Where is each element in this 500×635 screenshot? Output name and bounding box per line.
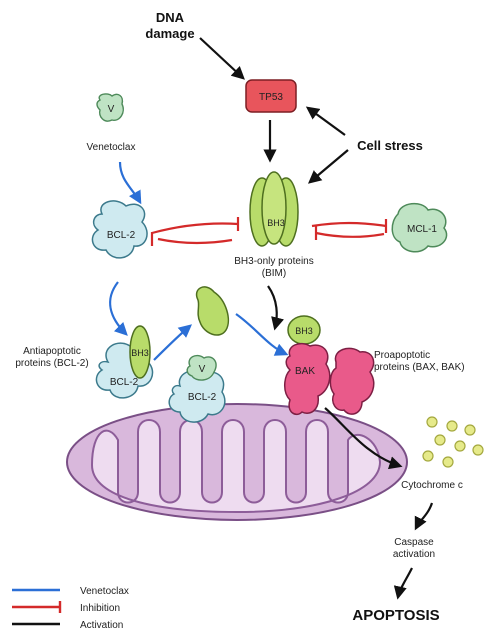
apoptosis-label: APOPTOSIS xyxy=(352,607,439,624)
cell-stress-label: Cell stress xyxy=(357,138,423,153)
bak-label: BAK xyxy=(295,366,315,377)
legend-item-activation: Activation xyxy=(12,620,123,631)
legend-venetoclax-label: Venetoclax xyxy=(80,586,129,597)
bak-bh3-node: BH3 BAK xyxy=(284,315,331,416)
mcl1-label: MCL-1 xyxy=(407,224,437,235)
complex-bcl2-label: BCL-2 xyxy=(110,377,139,388)
bcl2-top-node: BCL-2 xyxy=(91,200,148,259)
proapoptotic-label-2: proteins (BAX, BAK) xyxy=(374,362,465,373)
antiapoptotic-label-1: Antiapoptotic xyxy=(23,346,81,357)
legend-item-inhibition: Inhibition xyxy=(12,601,120,614)
bh3-only-label-2: (BIM) xyxy=(262,268,286,279)
complex-bh3-label: BH3 xyxy=(131,348,149,358)
complex-to-bh3-free-arrow xyxy=(153,324,193,361)
mitochondrion xyxy=(66,403,408,521)
bax-bak-node xyxy=(329,347,375,415)
mcl1-node: MCL-1 xyxy=(391,202,448,253)
text-labels: DNA damage Cell stress Venetoclax BH3-on… xyxy=(15,10,464,624)
tp53-node: TP53 xyxy=(245,79,297,113)
released-bh3 xyxy=(195,286,230,336)
stress-to-bh3-arrow xyxy=(307,149,349,184)
legend-inhibition-label: Inhibition xyxy=(80,603,120,614)
complex2-bcl2-label: BCL-2 xyxy=(188,392,217,403)
bak-to-cytochrome-arrow xyxy=(324,407,403,470)
bcl2-top-label: BCL-2 xyxy=(107,230,136,241)
legend: Venetoclax Inhibition Activation xyxy=(12,586,129,631)
bh3-only-label-1: BH3-only proteins xyxy=(234,256,313,267)
dna-damage-label-1: DNA xyxy=(156,10,185,25)
proapoptotic-label-1: Proapoptotic xyxy=(374,350,430,361)
inhibition-bars xyxy=(150,217,388,246)
complex-v-label: V xyxy=(199,364,206,375)
bh3-free-to-bak-arrow xyxy=(235,313,289,356)
venetoclax-to-bcl2-arrow xyxy=(118,161,142,205)
bak-bh3-label: BH3 xyxy=(295,326,313,336)
bcl2-venetoclax-complex: V BCL-2 xyxy=(168,354,226,423)
bh3-cluster-label: BH3 xyxy=(267,218,285,228)
bcl2-bh3-complex: BH3 BCL-2 xyxy=(95,325,154,399)
venetoclax-arrows xyxy=(109,161,289,361)
stress-to-tp53-arrow xyxy=(305,106,346,136)
cytochrome-c-label: Cytochrome c xyxy=(401,480,463,491)
cytochrome-to-caspase-arrow xyxy=(414,502,434,531)
legend-activation-label: Activation xyxy=(80,620,123,631)
activation-arrows xyxy=(199,37,434,600)
venetoclax-label: Venetoclax xyxy=(87,142,136,153)
venetoclax-molecule: V xyxy=(96,93,124,122)
bh3-to-bak-arrow xyxy=(267,285,284,331)
bcl2-to-complex-arrow xyxy=(109,281,128,336)
caspase-label-1: Caspase xyxy=(394,537,434,548)
caspase-to-apoptosis-arrow xyxy=(393,567,413,600)
venetoclax-v-label: V xyxy=(108,104,115,115)
dna-damage-label-2: damage xyxy=(145,26,194,41)
dna-to-tp53-arrow xyxy=(199,37,245,80)
bh3-only-cluster: BH3 xyxy=(249,171,299,247)
caspase-label-2: activation xyxy=(393,549,435,560)
cytochrome-c-dots xyxy=(422,416,484,468)
antiapoptotic-label-2: proteins (BCL-2) xyxy=(15,358,88,369)
legend-item-venetoclax: Venetoclax xyxy=(12,586,129,597)
tp53-label: TP53 xyxy=(259,92,283,103)
